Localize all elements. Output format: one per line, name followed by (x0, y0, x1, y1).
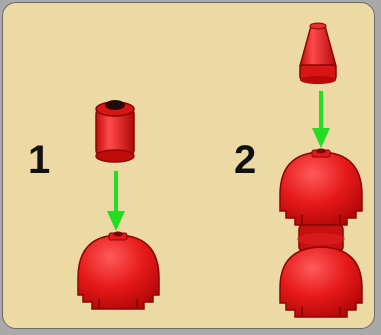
dome-brick (77, 231, 160, 310)
dome-brick-upper (279, 148, 363, 226)
arrow-down-icon (312, 91, 330, 148)
step-number-1: 1 (28, 138, 51, 182)
dome-brick-lower (279, 246, 363, 318)
round-brick-1x1 (95, 100, 135, 163)
step-number-2: 2 (234, 138, 257, 182)
instruction-panel: 1 2 (2, 2, 375, 329)
assembly-diagram (77, 22, 363, 318)
cone-brick (299, 22, 337, 84)
arrow-down-icon (107, 171, 125, 231)
